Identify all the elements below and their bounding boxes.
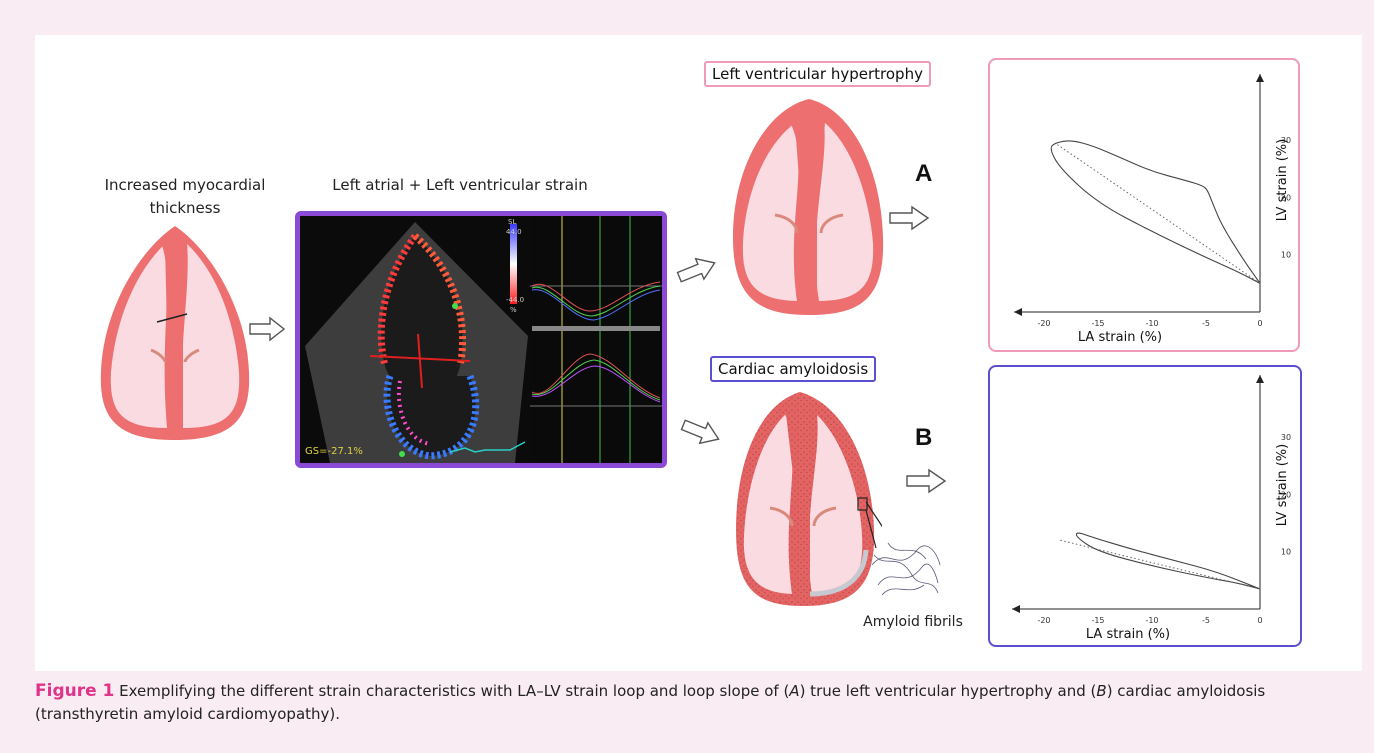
gs-readout: GS=-27.1% xyxy=(305,446,363,457)
increased-thickness-label-1: Increased myocardial xyxy=(85,176,285,194)
strain-title: Left atrial + Left ventricular strain xyxy=(300,176,620,194)
strain-loop-line xyxy=(1076,533,1260,589)
y-tick-label: 30 xyxy=(1281,433,1291,442)
heart-amyloid-diagram xyxy=(730,390,882,608)
x-tick-label: -10 xyxy=(1145,616,1158,625)
y-axis-arrow xyxy=(1256,375,1264,383)
x-axis-arrow xyxy=(1014,308,1022,316)
y-axis-label: LV strain (%) xyxy=(1275,444,1290,527)
x-tick-label: -5 xyxy=(1202,616,1210,625)
x-axis-label: LA strain (%) xyxy=(1078,330,1162,345)
heart-lvh-diagram xyxy=(727,97,889,317)
caption-ref-a: A xyxy=(789,682,799,700)
x-tick-label: -10 xyxy=(1145,319,1158,328)
caption-text-2: ) true left ventricular hypertrophy and … xyxy=(800,682,1097,700)
amyloid-fibrils-label: Amyloid fibrils xyxy=(858,614,968,630)
arrow-up-right-icon xyxy=(676,256,718,284)
x-tick-label: -20 xyxy=(1037,616,1050,625)
amyloid-fibrils-icon xyxy=(868,535,944,605)
heart-normal-diagram xyxy=(95,222,255,444)
arrow-right-icon xyxy=(888,205,930,231)
x-tick-label: -15 xyxy=(1091,616,1104,625)
x-tick-label: 0 xyxy=(1257,319,1262,328)
arrow-right-icon xyxy=(905,468,947,494)
x-tick-label: 0 xyxy=(1257,616,1262,625)
scale-label: SL xyxy=(508,218,516,226)
arrow-right-icon xyxy=(248,316,286,342)
echo-strain-image: GS=-27.1% SL 44.0 -44.0 % xyxy=(295,211,667,468)
ca-label: Cardiac amyloidosis xyxy=(710,356,876,382)
lvh-label: Left ventricular hypertrophy xyxy=(704,61,931,87)
scale-bottom: -44.0 xyxy=(506,296,524,304)
caption-text-1: Exemplifying the different strain charac… xyxy=(114,682,789,700)
figure-caption: Figure 1 Exemplifying the different stra… xyxy=(35,680,1345,726)
x-axis-arrow xyxy=(1012,605,1020,613)
y-axis-arrow xyxy=(1256,74,1264,82)
panel-letter-b: B xyxy=(915,424,932,452)
y-axis-label: LV strain (%) xyxy=(1275,139,1290,222)
x-tick-label: -15 xyxy=(1091,319,1104,328)
y-tick-label: 10 xyxy=(1281,251,1291,260)
increased-thickness-label-2: thickness xyxy=(85,199,285,217)
x-tick-label: -20 xyxy=(1037,319,1050,328)
caption-ref-b: B xyxy=(1096,682,1106,700)
panel-letter-a: A xyxy=(915,160,932,188)
x-tick-label: -5 xyxy=(1202,319,1210,328)
loop-slope-line xyxy=(1055,143,1260,283)
strain-loop-line xyxy=(1051,141,1260,283)
scale-unit: % xyxy=(510,306,517,314)
y-tick-label: 10 xyxy=(1281,548,1291,557)
scale-top: 44.0 xyxy=(506,228,522,236)
figure-number: Figure 1 xyxy=(35,681,114,701)
arrow-down-right-icon xyxy=(680,418,722,446)
x-axis-label: LA strain (%) xyxy=(1086,627,1170,642)
